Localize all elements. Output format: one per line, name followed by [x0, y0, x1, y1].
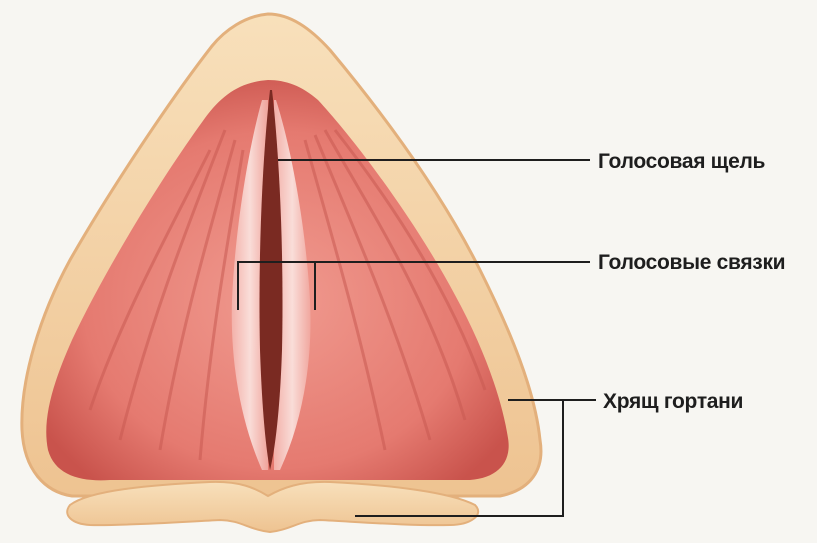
- label-cartilage: Хрящ гортани: [603, 390, 743, 414]
- label-vocal-folds: Голосовые связки: [598, 251, 785, 275]
- label-glottis: Голосовая щель: [598, 150, 765, 174]
